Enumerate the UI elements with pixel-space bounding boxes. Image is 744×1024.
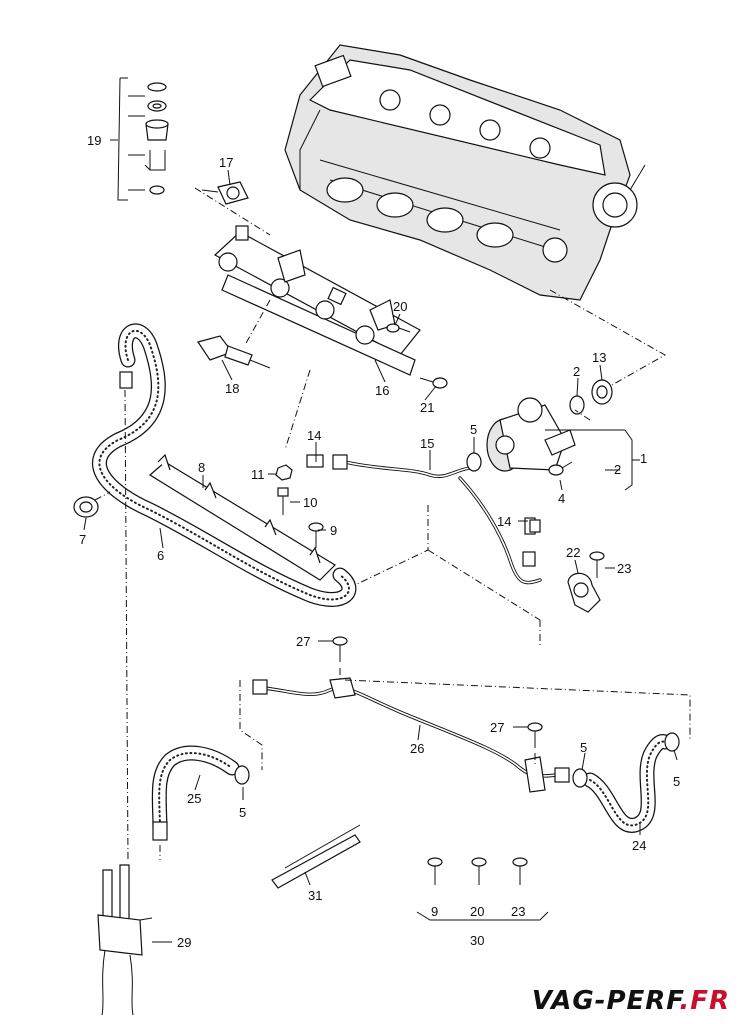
fuel-rail [213, 225, 421, 376]
high-pressure-pipe [306, 454, 542, 585]
callout-25: 25 [187, 791, 201, 806]
callout-20: 20 [470, 904, 484, 919]
ring-insert [591, 379, 613, 405]
callout-labels: 1 2 2 4 5 5 5 5 6 7 8 9 9 10 11 13 14 14… [79, 133, 680, 950]
callout-1: 1 [640, 451, 647, 466]
callout-15: 15 [420, 436, 434, 451]
callout-20: 20 [393, 299, 407, 314]
leader-lines [83, 169, 678, 943]
callout-30: 30 [470, 933, 484, 948]
callout-29: 29 [177, 935, 191, 950]
high-pressure-pump [486, 397, 576, 472]
hose-sleeve [73, 496, 99, 518]
fuel-hose-return [582, 734, 673, 833]
callout-26: 26 [410, 741, 424, 756]
callout-13: 13 [592, 350, 606, 365]
callout-2: 2 [573, 364, 580, 379]
assembly-lines [94, 187, 691, 861]
callout-11: 11 [251, 467, 265, 482]
callout-8: 8 [198, 460, 205, 475]
spring-clips [234, 452, 680, 788]
callout-21: 21 [420, 400, 434, 415]
callout-16: 16 [375, 383, 389, 398]
pressure-sensor [201, 181, 249, 205]
watermark-accent: .FR [679, 986, 730, 1016]
cylinder-head [284, 44, 646, 301]
callout-5: 5 [673, 774, 680, 789]
callout-22: 22 [566, 545, 580, 560]
callout-18: 18 [225, 381, 239, 396]
return-pipe [252, 677, 570, 793]
callout-2: 2 [614, 462, 621, 477]
callout-31: 31 [308, 888, 322, 903]
callout-27: 27 [490, 720, 504, 735]
callout-5: 5 [470, 422, 477, 437]
callout-27: 27 [296, 634, 310, 649]
callout-19: 19 [87, 133, 101, 148]
seal-kit-stack [110, 77, 169, 201]
bolts [275, 323, 605, 885]
watermark-logo: VAG-PERF.FR [532, 986, 730, 1016]
callout-24: 24 [632, 838, 646, 853]
quick-connector [97, 864, 153, 1016]
callout-23: 23 [511, 904, 525, 919]
callout-10: 10 [303, 495, 317, 510]
fuel-hose-supply [151, 745, 240, 841]
cable-tie [271, 824, 361, 889]
callout-9: 9 [330, 523, 337, 538]
callout-14: 14 [497, 514, 511, 529]
hose-bracket [148, 453, 336, 581]
callout-9: 9 [431, 904, 438, 919]
fuel-hose-feed [91, 323, 357, 607]
callout-7: 7 [79, 532, 86, 547]
pipe-clamp [567, 572, 601, 613]
callout-5: 5 [239, 805, 246, 820]
watermark-prefix: VAG-PERF [531, 986, 680, 1016]
callout-23: 23 [617, 561, 631, 576]
callout-17: 17 [219, 155, 233, 170]
callout-6: 6 [157, 548, 164, 563]
callout-14: 14 [307, 428, 321, 443]
callout-4: 4 [558, 491, 565, 506]
callout-5: 5 [580, 740, 587, 755]
injector [197, 335, 271, 369]
